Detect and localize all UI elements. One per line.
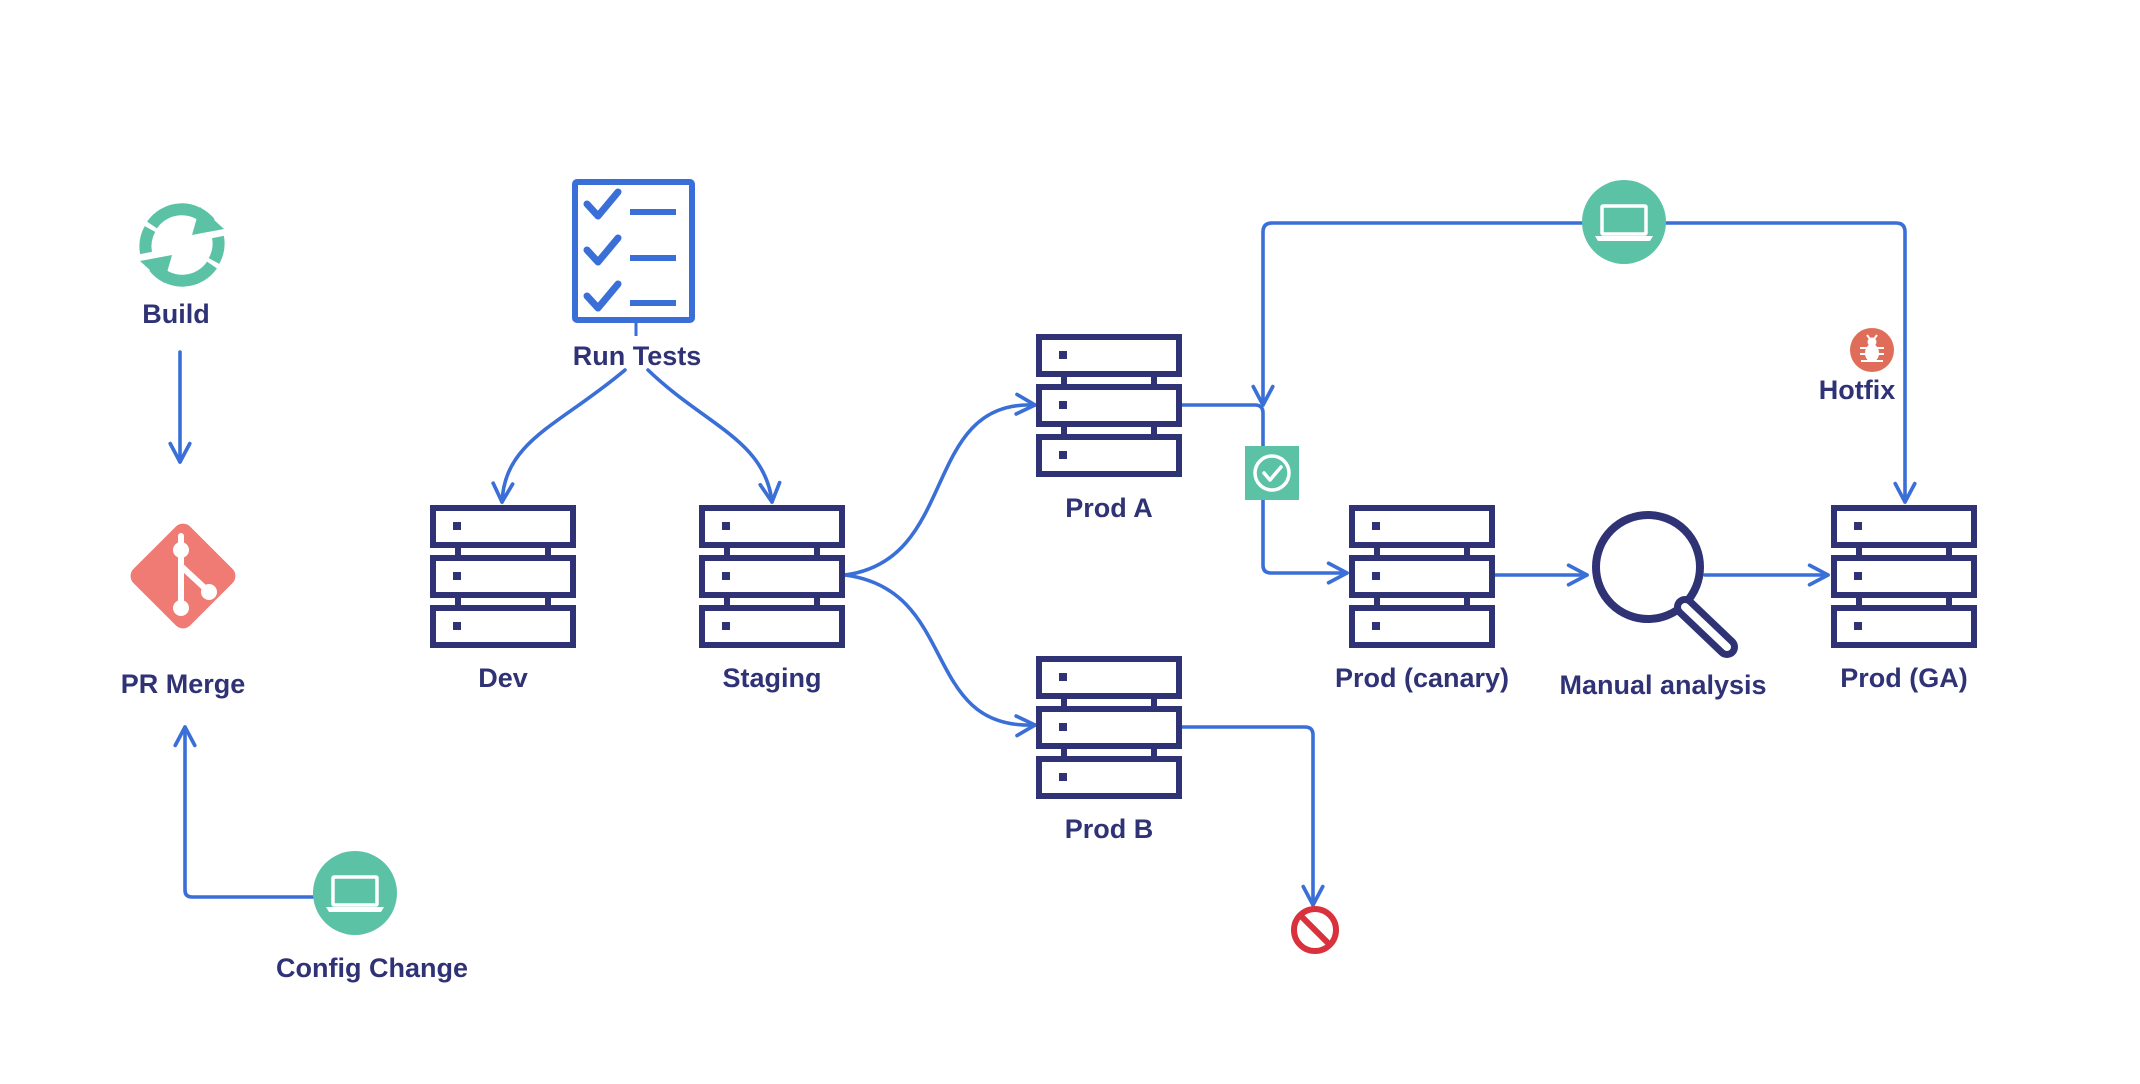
staging-label: Staging [723,663,822,693]
laptop-icon [311,849,399,937]
run-tests-label: Run Tests [573,341,702,371]
git-branch-icon [130,523,236,629]
build-node: Build [139,203,225,329]
server-icon [1352,508,1492,645]
edge-run-tests-to-staging [646,368,782,504]
prod-a-label: Prod A [1065,493,1153,523]
manual-analysis-label: Manual analysis [1559,670,1766,700]
staging-node: Staging [702,508,842,693]
prod-b-label: Prod B [1065,814,1154,844]
edge-run-tests-to-dev [491,368,627,504]
prod-ga-label: Prod (GA) [1840,663,1968,693]
prod-canary-node: Prod (canary) [1335,508,1509,693]
prod-ga-node: Prod (GA) [1834,508,1974,693]
checklist-icon [572,179,695,323]
config-change-node: Config Change [276,849,468,983]
edge-staging-to-prod-b [843,573,1037,738]
edge-staging-to-prod-a [843,392,1037,577]
server-icon [702,508,842,645]
dev-label: Dev [478,663,528,693]
pr-merge-label: PR Merge [121,669,246,699]
prod-canary-label: Prod (canary) [1335,663,1509,693]
edge-laptop-to-prod-ga [1664,221,1917,504]
config-change-label: Config Change [276,953,468,983]
edge-config-change-to-pr-merge [173,725,320,899]
manual-analysis-node: Manual analysis [1559,511,1767,700]
check-badge-icon [1245,446,1299,500]
server-icon [1834,508,1974,645]
laptop-icon [1580,178,1668,266]
server-icon [1039,337,1179,474]
prod-a-node: Prod A [1039,337,1179,523]
prod-b-node: Prod B [1039,659,1179,844]
hotfix-node: Hotfix [1819,328,1896,405]
pr-merge-node: PR Merge [121,523,246,699]
server-icon [433,508,573,645]
hotfix-label: Hotfix [1819,375,1896,405]
build-label: Build [142,299,210,329]
run-tests-node: Run Tests [572,179,702,371]
dev-node: Dev [433,508,573,693]
edge-laptop-to-prod-a [1251,221,1584,407]
magnifier-icon [1592,511,1738,658]
no-entry-icon [1291,906,1339,954]
refresh-cycle-icon [139,203,225,287]
server-icon [1039,659,1179,796]
edge-prod-b-to-blocked [1176,725,1325,907]
bug-icon [1850,328,1894,372]
edges [168,221,1917,907]
